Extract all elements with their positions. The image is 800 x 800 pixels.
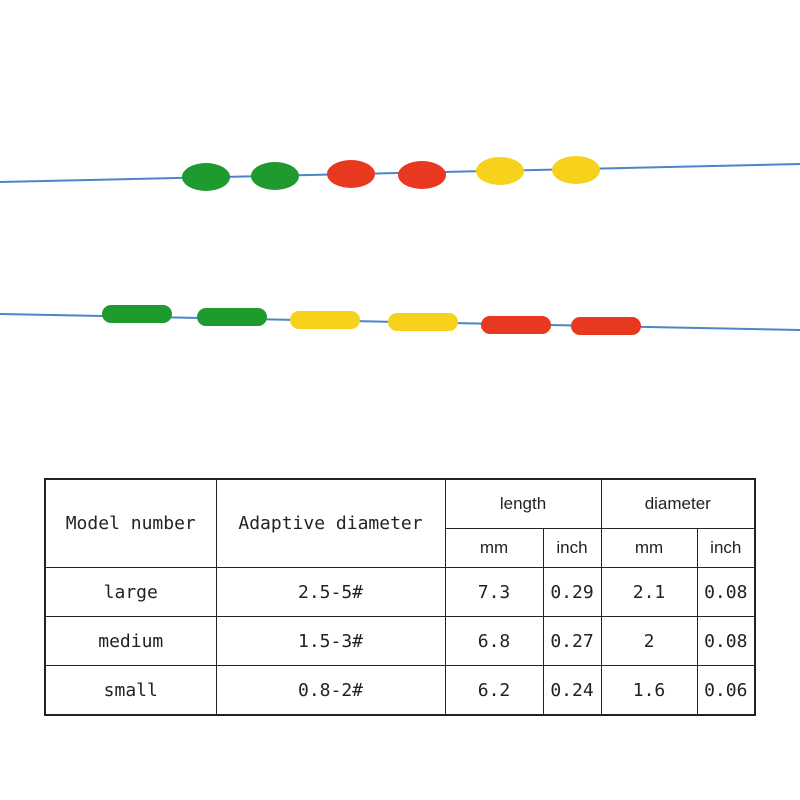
cell-length-inch: 0.24 <box>542 665 602 716</box>
float-capsule-2 <box>197 308 267 326</box>
oval-floats-strand <box>182 156 600 191</box>
table-subheader-row: mm inch mm inch <box>45 528 756 568</box>
cell-adaptive: 1.5-3# <box>215 616 446 666</box>
table-header-row: Model number Adaptive diameter length di… <box>44 478 756 568</box>
float-oval-6 <box>552 156 600 184</box>
float-capsule-3 <box>290 311 360 329</box>
header-model-number: Model number <box>44 478 217 568</box>
cell-model: small <box>44 665 217 716</box>
table-row: large 2.5-5# 7.3 0.29 2.1 0.08 <box>44 567 756 617</box>
cell-diameter-mm: 2.1 <box>600 567 698 617</box>
cell-length-mm: 7.3 <box>444 567 544 617</box>
capsule-floats-strand <box>102 305 641 335</box>
float-oval-5 <box>476 157 524 185</box>
header-diameter-inch: inch <box>696 528 756 568</box>
cell-length-mm: 6.2 <box>444 665 544 716</box>
header-length: length <box>444 478 602 529</box>
cell-length-inch: 0.29 <box>542 567 602 617</box>
header-diameter: diameter <box>600 478 756 529</box>
cell-diameter-inch: 0.08 <box>696 616 756 666</box>
cell-model: large <box>44 567 217 617</box>
header-length-inch: inch <box>542 528 602 568</box>
float-capsule-5 <box>481 316 551 334</box>
product-photo <box>0 156 800 335</box>
cell-diameter-inch: 0.08 <box>696 567 756 617</box>
float-capsule-1 <box>102 305 172 323</box>
table-row: small 0.8-2# 6.2 0.24 1.6 0.06 <box>44 665 756 716</box>
table-row: medium 1.5-3# 6.8 0.27 2 0.08 <box>44 616 756 666</box>
cell-diameter-mm: 1.6 <box>600 665 698 716</box>
cell-adaptive: 0.8-2# <box>215 665 446 716</box>
header-adaptive-diameter: Adaptive diameter <box>215 478 446 568</box>
cell-length-inch: 0.27 <box>542 616 602 666</box>
float-oval-2 <box>251 162 299 190</box>
cell-diameter-inch: 0.06 <box>696 665 756 716</box>
float-oval-3 <box>327 160 375 188</box>
cell-model: medium <box>44 616 217 666</box>
header-length-mm: mm <box>444 528 544 568</box>
cell-adaptive: 2.5-5# <box>215 567 446 617</box>
float-capsule-4 <box>388 313 458 331</box>
float-oval-1 <box>182 163 230 191</box>
cell-length-mm: 6.8 <box>444 616 544 666</box>
float-oval-4 <box>398 161 446 189</box>
cell-diameter-mm: 2 <box>600 616 698 666</box>
header-diameter-mm: mm <box>600 528 698 568</box>
spec-table: Model number Adaptive diameter length di… <box>44 478 757 716</box>
float-capsule-6 <box>571 317 641 335</box>
